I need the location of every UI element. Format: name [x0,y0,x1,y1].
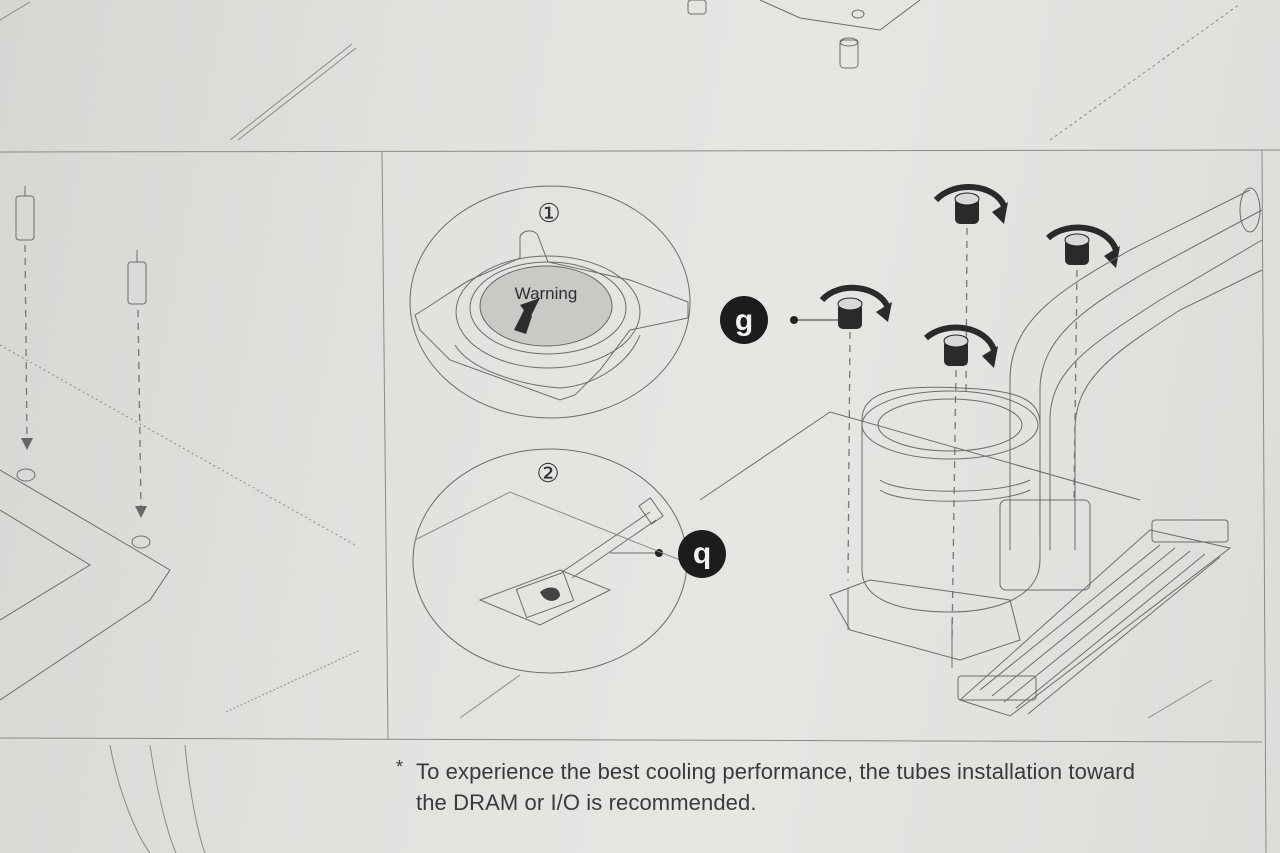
left-panel-standoffs [0,186,361,853]
dram-slots [957,519,1232,719]
step1-number: ① [537,198,560,228]
footnote: * To experience the best cooling perform… [396,756,1268,818]
step2-detail: ② [412,448,688,719]
panel-frame [0,149,1280,853]
step2-number: ② [536,458,559,488]
callout-g: g [720,296,840,344]
footnote-line-2: the DRAM or I/O is recommended. [416,790,757,815]
pump-block [699,187,1263,668]
callout-g-label: g [735,304,753,337]
thumbscrews [819,184,1120,641]
warning-label: Warning [515,284,578,303]
footnote-line-1: To experience the best cooling performan… [416,759,1136,784]
footnote-asterisk: * [396,757,404,777]
callout-q-label: q [693,537,711,570]
callout-q: q [678,530,726,578]
top-panel-art [0,0,1241,141]
step1-detail: ① Warning [409,185,691,419]
